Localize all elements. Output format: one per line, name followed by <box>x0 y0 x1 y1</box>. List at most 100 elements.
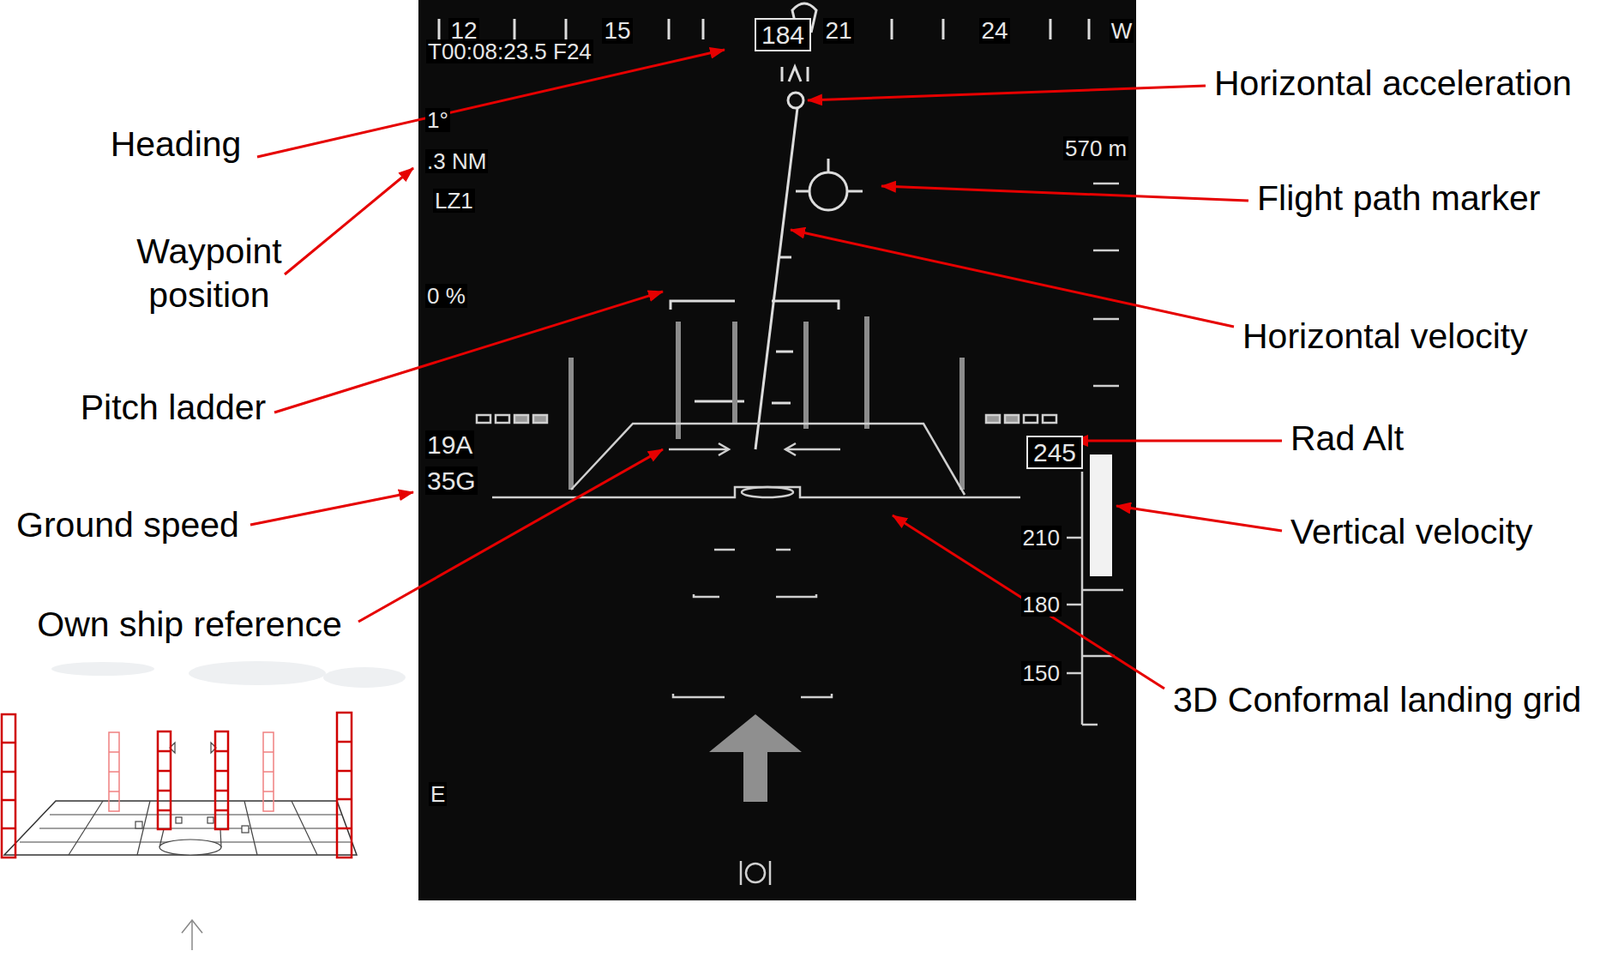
hud-display-part <box>492 487 1021 498</box>
hud-display-part <box>1066 603 1083 607</box>
leader-arrows-part <box>881 186 1249 201</box>
hud-display-part <box>732 321 738 424</box>
inset-illustration-part <box>1 799 16 802</box>
leader-arrows-part <box>250 49 1282 689</box>
hud-display-part <box>702 18 705 40</box>
inset-illustration-part <box>263 770 274 773</box>
hud-display-part <box>1082 589 1124 592</box>
inset-illustration-part <box>215 750 229 753</box>
readout-box: 245 <box>1026 435 1083 470</box>
hud-display-part <box>775 548 791 552</box>
leader-arrows-part <box>358 449 663 622</box>
leader-arrows-part <box>274 291 663 413</box>
hud-display-part <box>771 300 839 310</box>
hud-readout: 570 m <box>1063 136 1129 162</box>
inset-illustration-part <box>157 789 171 793</box>
hud-readout: LZ1 <box>433 188 476 214</box>
hud-display-part <box>745 863 765 883</box>
hud-display-part <box>847 190 863 193</box>
hud-display-part <box>781 66 808 82</box>
inset-illustration-part <box>108 732 274 812</box>
inset-illustration-part <box>157 809 171 813</box>
inset-illustration-part <box>108 770 120 773</box>
hud-display-part <box>476 415 491 423</box>
inset-illustration-part <box>207 817 214 824</box>
hud-readout: 150 <box>1021 661 1062 686</box>
hud-display-part <box>739 860 743 885</box>
readout-box: 184 <box>754 18 812 52</box>
hud-display-part <box>1089 454 1113 577</box>
inset-illustration-part <box>157 731 171 830</box>
hud-display-part <box>769 860 772 885</box>
callout-label: Heading <box>110 122 242 167</box>
inset-illustration-part <box>1 827 16 831</box>
callout-label: Own ship reference <box>36 602 343 647</box>
hud-display-part <box>714 548 735 552</box>
hud-display-part <box>675 321 681 440</box>
inset-illustration-part <box>336 712 352 858</box>
hud-display-part <box>718 443 729 456</box>
hud-display-part <box>785 448 841 452</box>
hud-display-part <box>986 415 1000 423</box>
hud-display-part <box>1066 672 1083 675</box>
hud-display-part <box>785 443 796 456</box>
callout-label: Horizontal acceleration <box>1214 61 1572 106</box>
inset-illustration-part <box>215 789 229 793</box>
inset-illustration-part <box>263 790 274 793</box>
inset-illustration-part <box>108 751 120 753</box>
hud-display-part <box>787 92 804 109</box>
hud-display-part <box>1023 415 1038 423</box>
inset-illustration-part <box>215 731 229 830</box>
hud-display-part <box>533 415 548 423</box>
hud-display-part <box>1004 415 1019 423</box>
inset-illustration-part <box>4 800 357 855</box>
hud-display-part <box>514 415 529 423</box>
hud-readout: T00:08:23.5 F24 <box>426 39 594 65</box>
inset-illustration-part <box>159 839 222 855</box>
hud-display-part <box>673 693 725 698</box>
hud-display-part <box>775 350 794 354</box>
leader-arrows-part <box>284 168 414 275</box>
hud-display-part <box>667 18 671 40</box>
hud-readout: 1° <box>425 108 451 133</box>
leader-arrows-part <box>807 85 1206 101</box>
hud-display-part <box>959 357 965 490</box>
leader-arrows-part <box>892 515 1165 689</box>
hud-display-part <box>439 3 1089 450</box>
inset-illustration-part <box>108 790 120 793</box>
hud-display-part <box>803 321 809 429</box>
hud-display-part <box>668 448 728 452</box>
hud-display-part <box>1081 471 1084 725</box>
inset-illustration-part <box>175 817 182 824</box>
inset-illustration-part <box>19 742 352 855</box>
inset-illustration-part <box>220 829 222 848</box>
inset-illustration-part <box>108 732 120 812</box>
leader-arrows-part <box>257 49 725 157</box>
hud-readout: 15 <box>601 18 632 45</box>
callout-label: Vertical velocity <box>1290 510 1534 554</box>
inset-illustration-part <box>191 920 193 951</box>
hud-display-part <box>741 487 794 498</box>
inset-illustration-part <box>0 661 404 901</box>
inset-illustration-part <box>241 825 249 833</box>
hud-readout: 19A <box>425 430 475 459</box>
inset-illustration-part <box>1 741 16 745</box>
leader-arrows-part <box>1073 439 1282 443</box>
leader-arrows-part <box>790 229 1234 327</box>
hud-display-part <box>771 402 791 405</box>
inset-illustration-part <box>4 800 357 855</box>
hud-display-part <box>755 108 798 450</box>
inset-illustration-part <box>68 800 103 855</box>
callout-label: Pitch ladder <box>80 385 267 430</box>
hud-display-part <box>495 415 510 423</box>
readout-value: 184 <box>761 20 805 49</box>
inset-illustration-part <box>1 712 352 858</box>
inset-illustration-part <box>135 821 143 829</box>
hud-display-part <box>1093 249 1119 253</box>
inset-illustration-part <box>323 667 406 688</box>
inset-illustration-part <box>1 770 16 774</box>
hud-display-part <box>568 357 574 490</box>
inset-illustration-part <box>291 800 318 855</box>
hud-display-part <box>418 0 1137 901</box>
inset-illustration-part <box>181 920 203 933</box>
